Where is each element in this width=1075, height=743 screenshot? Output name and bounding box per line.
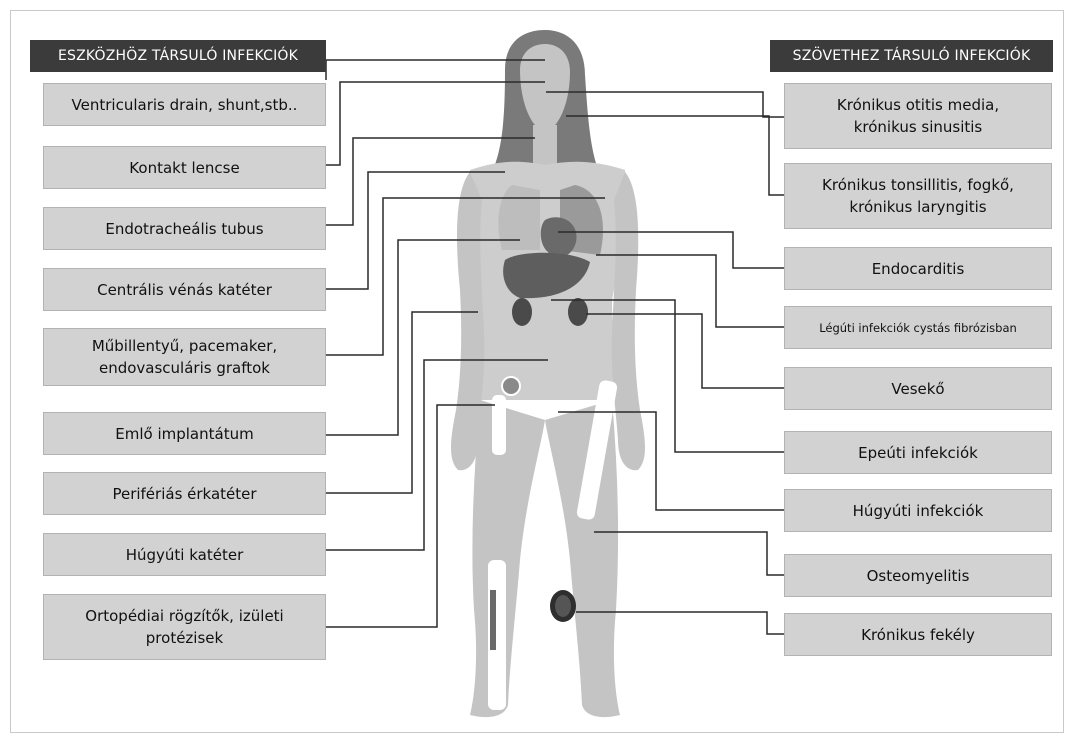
label-cystic-fibrosis: Légúti infekciók cystás fibrózisban (784, 306, 1052, 349)
label-otitis: Krónikus otitis media, krónikus sinusiti… (784, 83, 1052, 149)
label-central-venous-catheter: Centrális vénás katéter (43, 268, 326, 311)
label-ventricular-drain: Ventricularis drain, shunt,stb.. (43, 83, 326, 126)
label-orthopedic: Ortopédiai rögzítők, izületi protézisek (43, 594, 326, 660)
label-urinary-infection: Húgyúti infekciók (784, 489, 1052, 532)
label-kidney-stone: Vesekő (784, 367, 1052, 410)
line-urinary-infection (558, 412, 784, 510)
line-otitis (546, 92, 784, 117)
label-tonsillitis: Krónikus tonsillitis, fogkő, krónikus la… (784, 163, 1052, 229)
label-pacemaker: Műbillentyű, pacemaker, endovasculáris g… (43, 328, 326, 386)
label-osteomyelitis: Osteomyelitis (784, 554, 1052, 597)
line-cystic-fibrosis (596, 255, 784, 327)
line-kidney-stone (586, 314, 784, 388)
line-chronic-ulcer (576, 612, 784, 634)
line-biliary (551, 300, 784, 452)
label-urinary-catheter: Húgyúti katéter (43, 533, 326, 576)
label-breast-implant: Emlő implantátum (43, 412, 326, 455)
label-endocarditis: Endocarditis (784, 247, 1052, 290)
label-biliary-infection: Epeúti infekciók (784, 431, 1052, 474)
label-contact-lens: Kontakt lencse (43, 146, 326, 189)
left-header: ESZKÖZHÖZ TÁRSULÓ INFEKCIÓK (30, 40, 326, 72)
line-contact-lens (326, 82, 545, 165)
label-endotracheal-tube: Endotracheális tubus (43, 207, 326, 250)
line-endotracheal-tube (326, 138, 535, 225)
line-tonsillitis (566, 116, 784, 195)
label-chronic-ulcer: Krónikus fekély (784, 613, 1052, 656)
line-ventricular-drain (326, 60, 545, 80)
line-endocarditis (558, 232, 784, 268)
line-orthopedic (326, 405, 495, 627)
right-header: SZÖVETHEZ TÁRSULÓ INFEKCIÓK (770, 40, 1053, 72)
line-peripheral-catheter (326, 312, 478, 493)
line-osteomyelitis (594, 532, 784, 575)
label-peripheral-catheter: Perifériás érkatéter (43, 472, 326, 515)
